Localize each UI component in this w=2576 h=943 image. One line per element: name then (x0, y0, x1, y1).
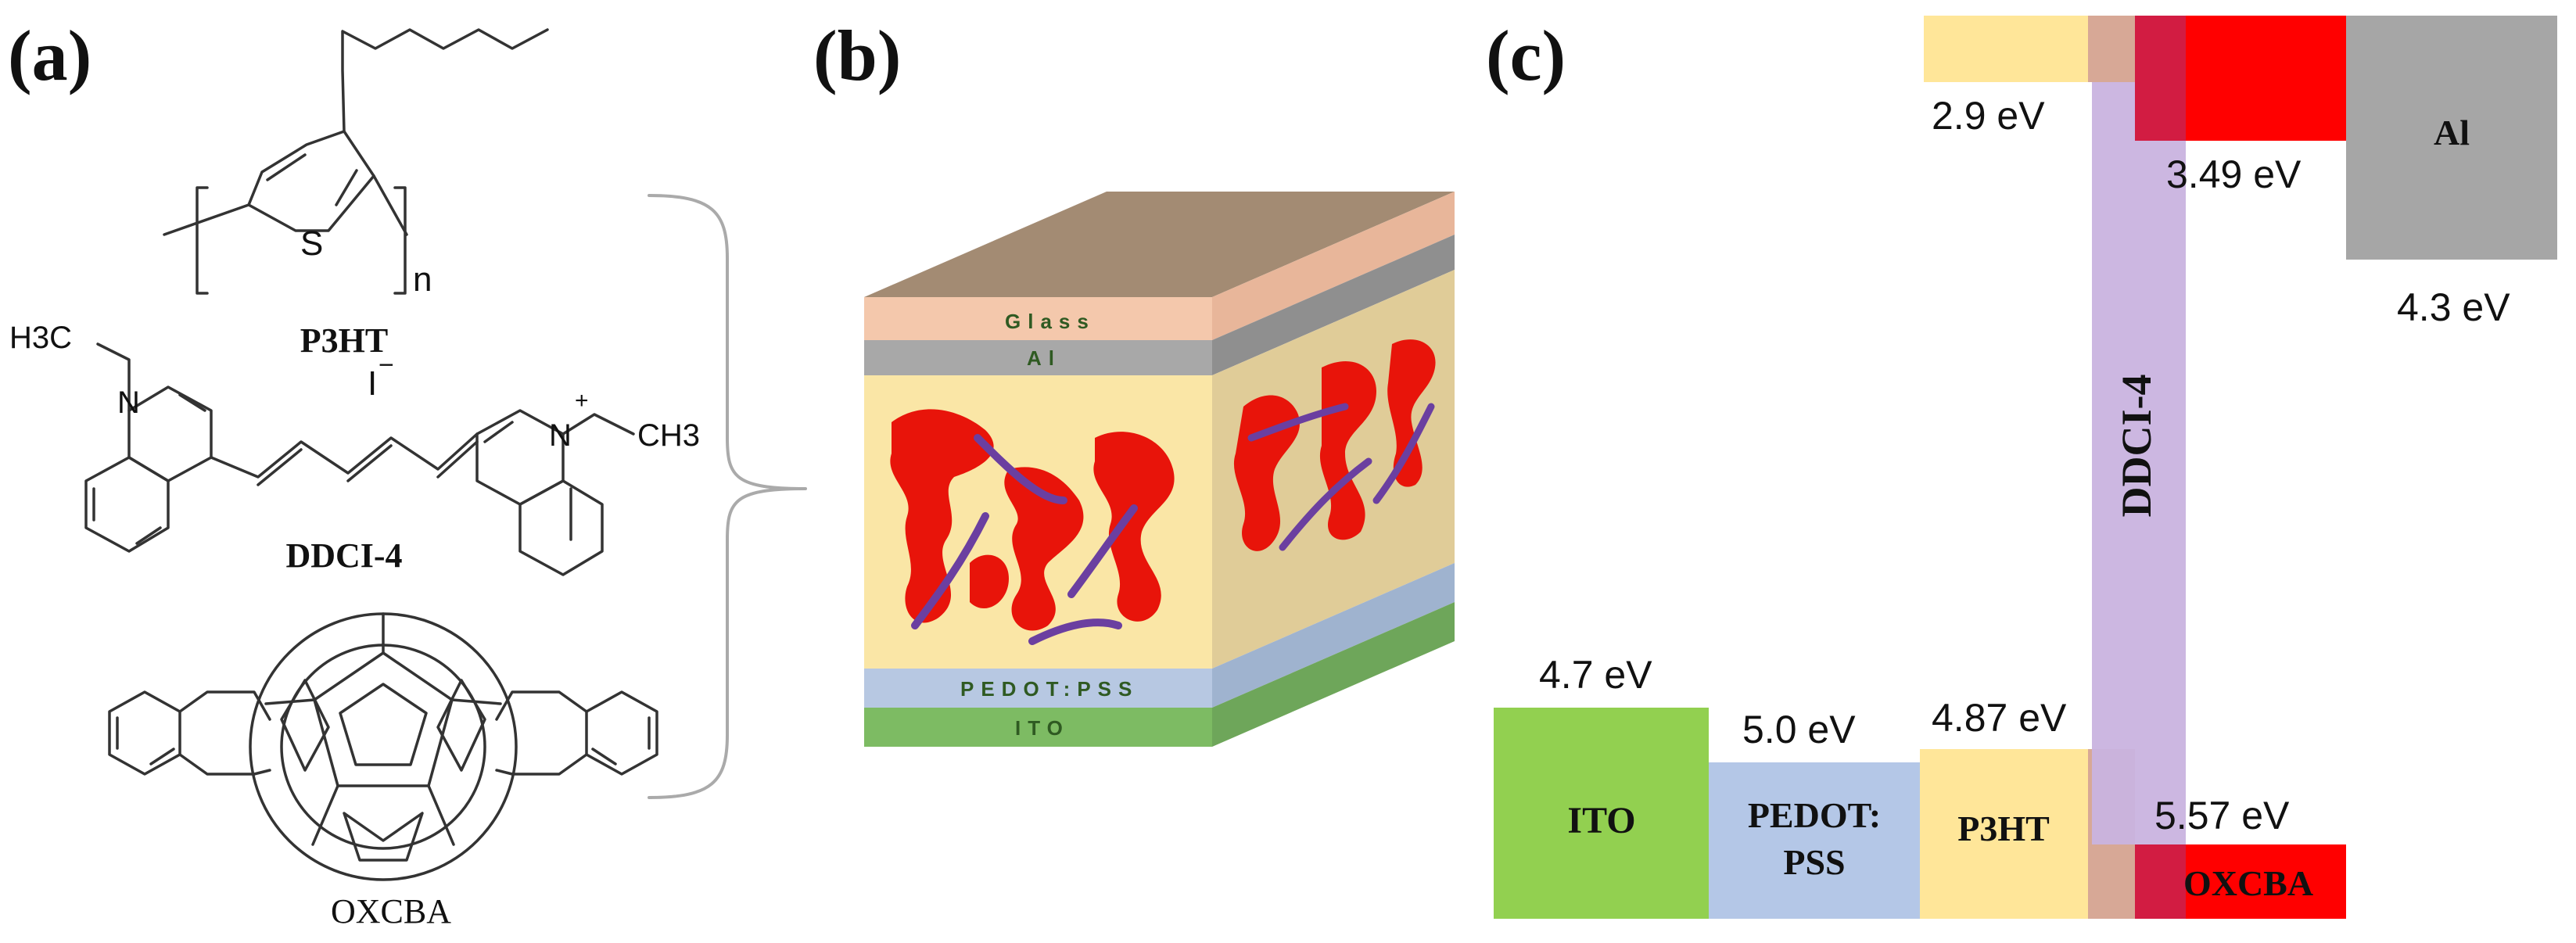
ddci4-iodide-label: I (368, 364, 377, 403)
al-energy-label: 4.3 eV (2397, 285, 2510, 329)
ddci4-ch3-right-label: CH3 (637, 418, 700, 453)
p3ht-hexyl-chain (341, 28, 549, 133)
p3ht-box-label: P3HT (1957, 809, 2050, 848)
pedot-box (1709, 762, 1920, 919)
pedot-box-label-2: PSS (1783, 842, 1845, 882)
oxcba-left-benzene (108, 690, 181, 776)
p3ht-ddci-overlap-top (2088, 16, 2135, 82)
energy-diagram: 4.7 eV 5.0 eV 4.87 eV 5.57 eV 2.9 eV 3.4… (1494, 16, 2557, 919)
cube-top-face (864, 192, 1455, 297)
layer-label-ito: ITO (1015, 716, 1070, 740)
oxcba-homo-box (2135, 844, 2346, 919)
cube-front-glass (864, 297, 1212, 340)
p3ht-lumo-energy-label: 2.9 eV (1932, 94, 2045, 138)
cube-front-al (864, 340, 1212, 375)
cube-front-ito (864, 708, 1212, 747)
cube-right-pedot (1212, 563, 1455, 708)
layer-label-al: Al (1027, 346, 1061, 370)
al-box-label: Al (2434, 113, 2470, 152)
ddci4-n-right-label: N (549, 418, 572, 453)
pedot-box-label-1: PEDOT: (1748, 795, 1881, 835)
pedot-energy-label: 5.0 eV (1742, 708, 1856, 751)
al-box (2346, 16, 2557, 260)
device-cube: Glass Al PEDOT:PSS ITO (864, 192, 1455, 747)
oxcba-box-label: OXCBA (2183, 863, 2313, 903)
oxcba-homo-energy-label: 5.57 eV (2154, 794, 2290, 837)
p3ht-homo-box (1920, 749, 2092, 919)
layer-label-glass: Glass (1005, 310, 1096, 333)
ito-energy-label: 4.7 eV (1539, 653, 1652, 697)
p3ht-homo-energy-label: 4.87 eV (1932, 696, 2067, 740)
ddci4-right-ethyl (561, 413, 635, 436)
ddci4-iodide-minus: − (379, 350, 394, 380)
p3ht-ddci-overlap-bottom (2088, 749, 2135, 919)
ddci4-bar (2092, 82, 2186, 844)
panel-label-b: (b) (813, 16, 902, 95)
oxcba-lumo-box (2135, 16, 2346, 141)
cube-right-ito (1212, 602, 1455, 747)
ito-box (1494, 708, 1709, 919)
ddci4-left-pyridinium (127, 385, 213, 482)
panel-label-c: (c) (1486, 16, 1566, 95)
panel-label-a: (a) (8, 16, 92, 95)
cube-right-active (1212, 270, 1455, 669)
ddci4-name: DDCI-4 (285, 536, 403, 575)
cube-front-pedot (864, 669, 1212, 708)
p3ht-n-label: n (413, 260, 432, 299)
oxcba-right-benzene (585, 690, 658, 776)
layer-label-pedot: PEDOT:PSS (960, 677, 1139, 701)
curly-brace (648, 194, 807, 799)
ddci4-polymethine-chain (210, 432, 479, 479)
oxcba-ddci-overlap-bottom (2135, 844, 2186, 919)
p3ht-thiophene-ring (247, 130, 375, 232)
ddci4-left-benzo (84, 456, 170, 553)
cube-front-active (864, 375, 1212, 669)
cube-right-al (1212, 235, 1455, 375)
oxcba-ddci-overlap-top (2135, 16, 2186, 141)
chemical-structures: S n N N + H3C CH3 I − (9, 28, 807, 881)
p3ht-left-bracket (196, 186, 209, 295)
oxcba-lumo-energy-label: 3.49 eV (2166, 152, 2302, 196)
ddci4-left-ethyl (96, 342, 131, 412)
ddci4-bar-label: DDCI-4 (2113, 375, 2160, 518)
p3ht-right-bracket (393, 186, 407, 295)
ddci4-plus-label: + (575, 388, 589, 414)
p3ht-lumo-box (1924, 16, 2088, 82)
ddci4-n-left-label: N (117, 385, 140, 420)
oxcba-name: OXCBA (330, 892, 452, 930)
cube-right-glass (1212, 192, 1455, 340)
ito-box-label: ITO (1567, 800, 1635, 841)
p3ht-name: P3HT (300, 321, 389, 360)
p3ht-sulfur-label: S (300, 224, 323, 263)
ddci4-right-benzo (518, 479, 604, 576)
ddci4-ch3-left-label: H3C (9, 321, 72, 355)
